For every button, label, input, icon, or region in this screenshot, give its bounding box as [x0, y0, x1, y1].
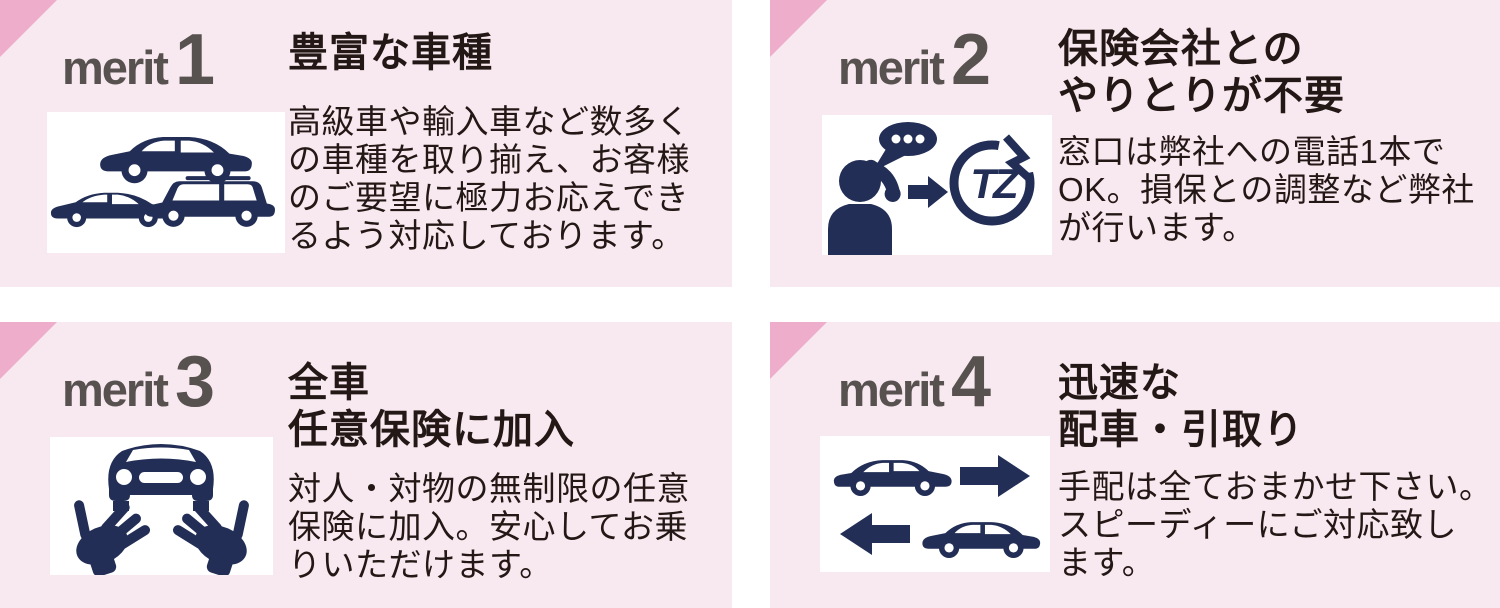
merit-card-1: merit 1 — [0, 0, 732, 287]
car-delivery-pickup-icon — [820, 436, 1050, 572]
corner-accent-triangle — [0, 322, 57, 379]
body-line: の車種を取り揃え、お客様 — [288, 141, 690, 178]
title-line: 保険会社との — [1058, 27, 1304, 71]
phone-person-tz-graphic: TZ — [828, 122, 1046, 255]
title-line: やりとりが不要 — [1058, 74, 1345, 118]
merit-word: merit — [838, 41, 945, 94]
person-body — [828, 204, 892, 255]
tz-logo-text: TZ — [970, 160, 1020, 207]
card-description: 対人・対物の無制限の任意 保険に加入。安心してお乗 りいただけます。 — [288, 470, 732, 584]
phone-call-to-company-icon: TZ — [822, 115, 1052, 255]
hands-car-graphic — [74, 444, 249, 575]
phone-handset-icon — [862, 159, 901, 202]
body-line: 手配は全ておまかせ下さい。 — [1058, 468, 1493, 505]
merit-card-4: merit 4 — [770, 322, 1500, 608]
card-2-text: 保険会社との やりとりが不要 窓口は弊社への電話1本で OK。損保との調整など弊… — [1058, 26, 1500, 247]
vehicle-lineup-icon — [47, 112, 285, 253]
right-hand-icon — [172, 500, 249, 575]
arrow-right-icon — [960, 455, 1030, 497]
merit-word: merit — [838, 363, 945, 416]
merit-number: 3 — [174, 342, 215, 422]
card-4-text: 迅速な 配車・引取り 手配は全ておまかせ下さい。 スピーディーにご対応致し ます… — [1058, 360, 1500, 582]
card-3-text: 全車 任意保険に加入 対人・対物の無制限の任意 保険に加入。安心してお乗 りいた… — [288, 360, 732, 584]
body-line: のご要望に極力お応えでき — [288, 179, 690, 216]
suv-car-icon — [145, 176, 275, 227]
hands-holding-car-icon — [50, 437, 273, 575]
body-line: 高級車や輸入車など数多く — [288, 103, 690, 140]
card-title: 豊富な車種 — [288, 30, 732, 77]
car-front-icon — [108, 444, 214, 511]
merit-label-3: merit 3 — [62, 346, 215, 418]
merit-number: 2 — [950, 20, 991, 100]
corner-accent-triangle — [770, 322, 827, 379]
merit-card-2: merit 2 — [770, 0, 1500, 287]
card-description: 高級車や輸入車など数多く の車種を取り揃え、お客様 のご要望に極力お応えでき る… — [288, 103, 732, 255]
title-line: 豊富な車種 — [288, 31, 493, 75]
corner-accent-triangle — [0, 0, 57, 57]
card-title: 迅速な 配車・引取り — [1058, 360, 1500, 454]
body-line: ます。 — [1058, 544, 1156, 581]
arrow-left-icon — [840, 513, 910, 555]
delivery-pickup-graphic — [833, 455, 1041, 558]
merit-label-2: merit 2 — [838, 24, 991, 96]
body-line: りいただけます。 — [288, 546, 553, 583]
card-title: 全車 任意保険に加入 — [288, 360, 732, 454]
merit-label-4: merit 4 — [838, 346, 991, 418]
sports-car-icon — [50, 192, 175, 228]
body-line: 窓口は弊社への電話1本で — [1058, 133, 1446, 170]
card-description: 手配は全ておまかせ下さい。 スピーディーにご対応致し ます。 — [1058, 468, 1500, 582]
body-line: スピーディーにご対応致し — [1058, 506, 1458, 543]
body-line: が行います。 — [1058, 209, 1256, 246]
body-line: 保険に加入。安心してお乗 — [288, 508, 689, 545]
merit-word: merit — [62, 363, 169, 416]
title-line: 迅速な — [1058, 361, 1181, 405]
title-line: 配車・引取り — [1058, 408, 1304, 452]
title-line: 全車 — [288, 361, 370, 405]
car-outbound-icon — [833, 460, 952, 496]
merit-card-3: merit 3 — [0, 322, 732, 608]
car-inbound-icon — [922, 522, 1041, 558]
body-line: OK。損保との調整など弊社 — [1058, 171, 1475, 208]
title-line: 任意保険に加入 — [288, 408, 575, 452]
merit-number: 4 — [950, 342, 991, 422]
body-line: 対人・対物の無制限の任意 — [288, 470, 690, 507]
body-line: るよう対応しております。 — [288, 217, 685, 254]
card-title: 保険会社との やりとりが不要 — [1058, 26, 1500, 120]
merit-number: 1 — [174, 20, 215, 100]
tz-logo-icon: TZ — [949, 129, 1046, 226]
card-description: 窓口は弊社への電話1本で OK。損保との調整など弊社 が行います。 — [1058, 133, 1500, 247]
card-1-text: 豊富な車種 高級車や輸入車など数多く の車種を取り揃え、お客様 のご要望に極力お… — [288, 30, 732, 255]
merit-word: merit — [62, 41, 169, 94]
corner-accent-triangle — [770, 0, 827, 57]
right-arrow-icon — [908, 176, 948, 208]
left-hand-icon — [74, 500, 151, 575]
merit-label-1: merit 1 — [62, 24, 215, 96]
